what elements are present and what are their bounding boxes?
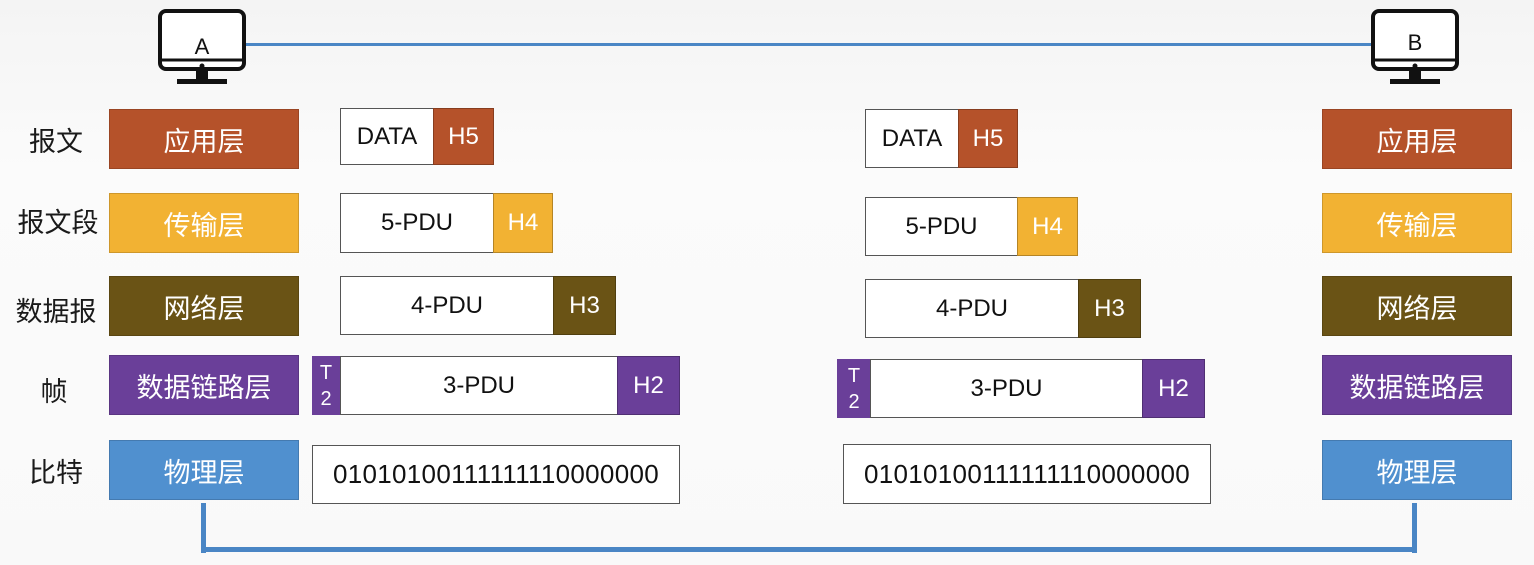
layer-application-b: 应用层 <box>1322 109 1512 169</box>
header-h4-a: H4 <box>493 193 553 253</box>
transport-pdu-a: 5-PDU <box>340 193 494 253</box>
trailer-2-digit: 2 <box>320 387 332 410</box>
physical-bits-a: 01010100111111110000000 <box>312 445 680 504</box>
physical-bits-b: 01010100111111110000000 <box>843 444 1211 504</box>
layer-transport-b: 传输层 <box>1322 193 1512 253</box>
datalink-pdu-a: 3-PDU <box>340 356 618 415</box>
trailer-t-letter: T <box>319 361 333 384</box>
pdu-name-datagram: 数据报 <box>15 297 97 328</box>
trailer-t2-b: T 2 <box>837 359 871 418</box>
pdu-name-frame: 帧 <box>40 377 68 408</box>
pdu-name-segment: 报文段 <box>17 208 99 239</box>
host-b-label: B <box>1407 30 1423 55</box>
network-pdu-b: 4-PDU <box>865 279 1079 338</box>
trailer-2-digit: 2 <box>848 390 860 413</box>
header-h2-b: H2 <box>1142 359 1205 418</box>
layer-network-a: 网络层 <box>109 276 299 336</box>
physical-link-horizontal <box>201 547 1417 552</box>
header-h5-a: H5 <box>433 108 494 165</box>
physical-link-left-vertical <box>201 503 206 553</box>
network-pdu-a: 4-PDU <box>340 276 554 335</box>
header-h4-b: H4 <box>1017 197 1078 256</box>
layer-network-b: 网络层 <box>1322 276 1512 336</box>
trailer-t-letter: T <box>847 364 861 387</box>
layer-application-a: 应用层 <box>109 109 299 169</box>
header-h5-b: H5 <box>958 109 1018 168</box>
layer-datalink-a: 数据链路层 <box>109 355 299 415</box>
pdu-name-bit: 比特 <box>29 458 83 489</box>
app-data-b: DATA <box>865 109 959 168</box>
pdu-name-message: 报文 <box>29 127 83 158</box>
host-a-label: A <box>194 34 210 59</box>
top-link-line <box>244 43 1374 46</box>
transport-pdu-b: 5-PDU <box>865 197 1018 256</box>
app-data-a: DATA <box>340 108 434 165</box>
layer-transport-a: 传输层 <box>109 193 299 253</box>
layer-physical-b: 物理层 <box>1322 440 1512 500</box>
computer-monitor-icon <box>157 8 247 86</box>
header-h3-b: H3 <box>1078 279 1141 338</box>
datalink-pdu-b: 3-PDU <box>870 359 1143 418</box>
computer-monitor-icon <box>1370 8 1460 86</box>
header-h2-a: H2 <box>617 356 680 415</box>
header-h3-a: H3 <box>553 276 616 335</box>
physical-link-right-vertical <box>1412 503 1417 553</box>
layer-physical-a: 物理层 <box>109 440 299 500</box>
layer-datalink-b: 数据链路层 <box>1322 355 1512 415</box>
trailer-t2-a: T 2 <box>312 356 340 415</box>
